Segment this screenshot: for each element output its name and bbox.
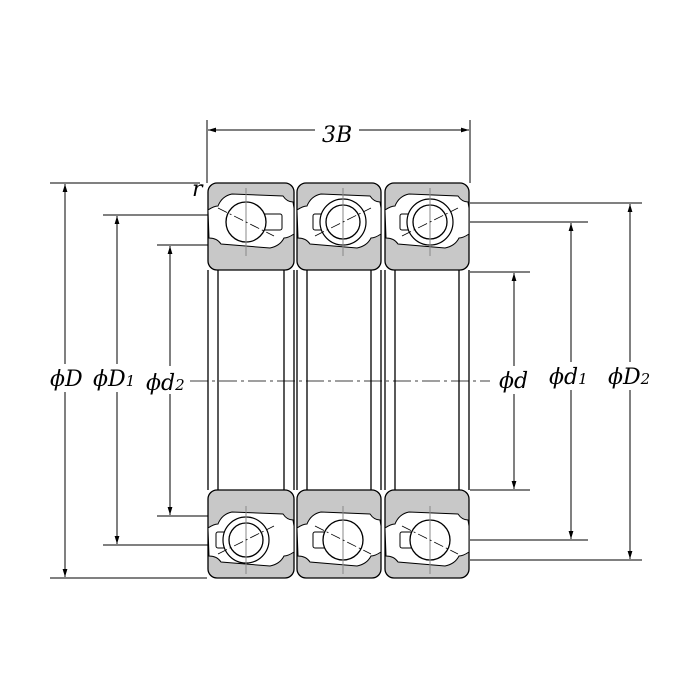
contact-angle-line — [401, 525, 459, 555]
d1-label: ϕd1 — [549, 365, 588, 390]
width-label: 3B — [322, 123, 352, 148]
bearing-rings — [207, 182, 470, 579]
contact-angle-line — [217, 525, 275, 555]
contact-angle-line — [217, 207, 275, 237]
D1-label: ϕD1 — [93, 367, 135, 392]
outer-diameter-label: ϕD — [50, 367, 83, 392]
d2-label: ϕd2 — [146, 371, 185, 396]
extension-lines — [50, 120, 642, 579]
contact-angle-line — [401, 207, 459, 237]
contact-angle-line — [314, 525, 372, 555]
D2-label: ϕD2 — [608, 365, 650, 390]
bore-label: ϕd — [499, 369, 528, 394]
chamfer-label: r — [192, 177, 204, 202]
contact-angle-line — [314, 207, 372, 237]
